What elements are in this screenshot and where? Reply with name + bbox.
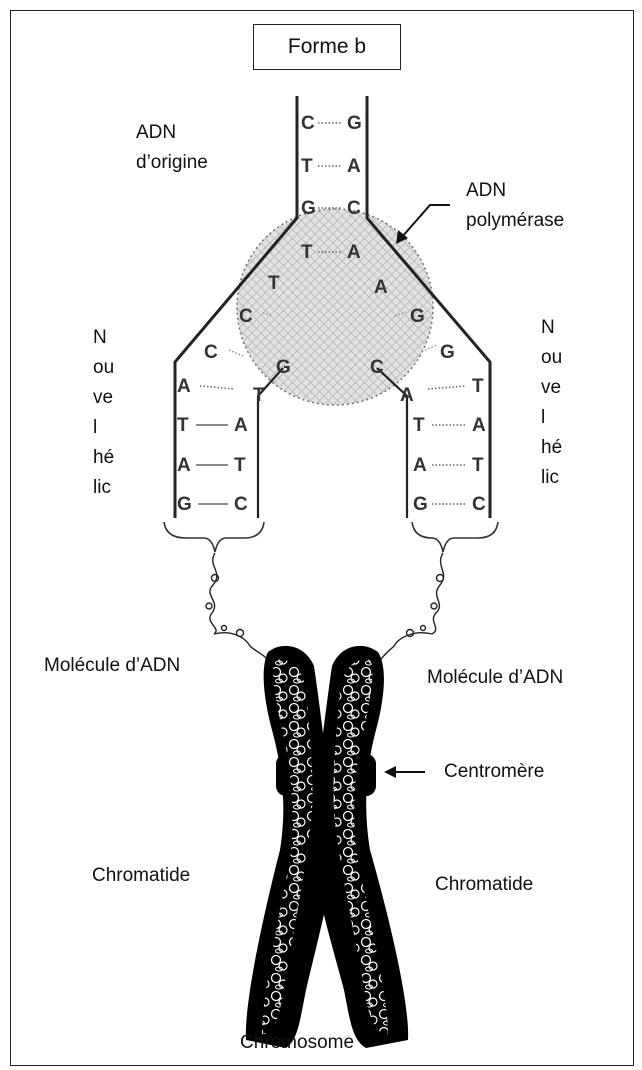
- centromere-arrow: [384, 766, 425, 778]
- label-line: ve: [541, 373, 562, 403]
- label-line: ou: [93, 353, 114, 383]
- base: T: [253, 385, 265, 406]
- base: G: [347, 113, 362, 134]
- label-chromatid-right: Chromatide: [435, 874, 533, 896]
- label-new-helix-right: N ou ve l hé lic: [541, 313, 562, 503]
- base: A: [177, 376, 191, 397]
- base: T: [177, 415, 189, 436]
- label-line: hé: [541, 433, 562, 463]
- label-line: ve: [93, 383, 114, 413]
- label-centromere: Centromère: [444, 761, 544, 783]
- base: C: [472, 494, 486, 515]
- base: C: [347, 198, 361, 219]
- base: A: [400, 385, 414, 406]
- base: A: [374, 277, 388, 298]
- base: A: [413, 455, 427, 476]
- label-line: ou: [541, 343, 562, 373]
- base: G: [413, 494, 428, 515]
- base: A: [177, 455, 191, 476]
- base: A: [472, 415, 486, 436]
- base: T: [301, 242, 313, 263]
- label-polymerase-line1: ADN: [466, 180, 506, 202]
- label-line: N: [541, 313, 562, 343]
- base: A: [234, 415, 248, 436]
- base: G: [301, 198, 316, 219]
- base: T: [413, 415, 425, 436]
- base: T: [268, 273, 280, 294]
- label-original-dna-line2: d’origine: [136, 152, 208, 174]
- polymerase-arrow: [396, 205, 450, 244]
- base: G: [410, 306, 425, 327]
- label-original-dna-line1: ADN: [136, 122, 176, 144]
- base: C: [239, 306, 253, 327]
- title: Forme b: [288, 35, 366, 59]
- braces: [164, 522, 498, 552]
- label-chromosome: Chromosome: [240, 1032, 354, 1054]
- label-polymerase-line2: polymérase: [466, 210, 564, 232]
- coiled-dna: [206, 553, 444, 664]
- label-line: lic: [93, 473, 114, 503]
- base: T: [472, 455, 484, 476]
- base: G: [177, 494, 192, 515]
- base: T: [234, 455, 246, 476]
- label-line: N: [93, 323, 114, 353]
- label-chromatid-left: Chromatide: [92, 865, 190, 887]
- label-new-helix-left: N ou ve l hé lic: [93, 323, 114, 513]
- base: C: [204, 342, 218, 363]
- base: T: [472, 376, 484, 397]
- base: C: [370, 357, 384, 378]
- base: G: [276, 357, 291, 378]
- label-line: hé: [93, 443, 114, 473]
- label-line: l: [93, 413, 114, 443]
- base: C: [301, 113, 315, 134]
- chromosome-shape: [246, 646, 408, 1048]
- label-line: lic: [541, 463, 562, 493]
- base: C: [234, 494, 248, 515]
- label-dna-molecule-right: Molécule d’ADN: [427, 667, 563, 689]
- label-line: l: [541, 403, 562, 433]
- label-dna-molecule-left: Molécule d’ADN: [44, 655, 180, 677]
- base: T: [301, 156, 313, 177]
- base: A: [347, 156, 361, 177]
- base: G: [440, 342, 455, 363]
- base: A: [347, 242, 361, 263]
- title-box: Forme b: [253, 24, 401, 70]
